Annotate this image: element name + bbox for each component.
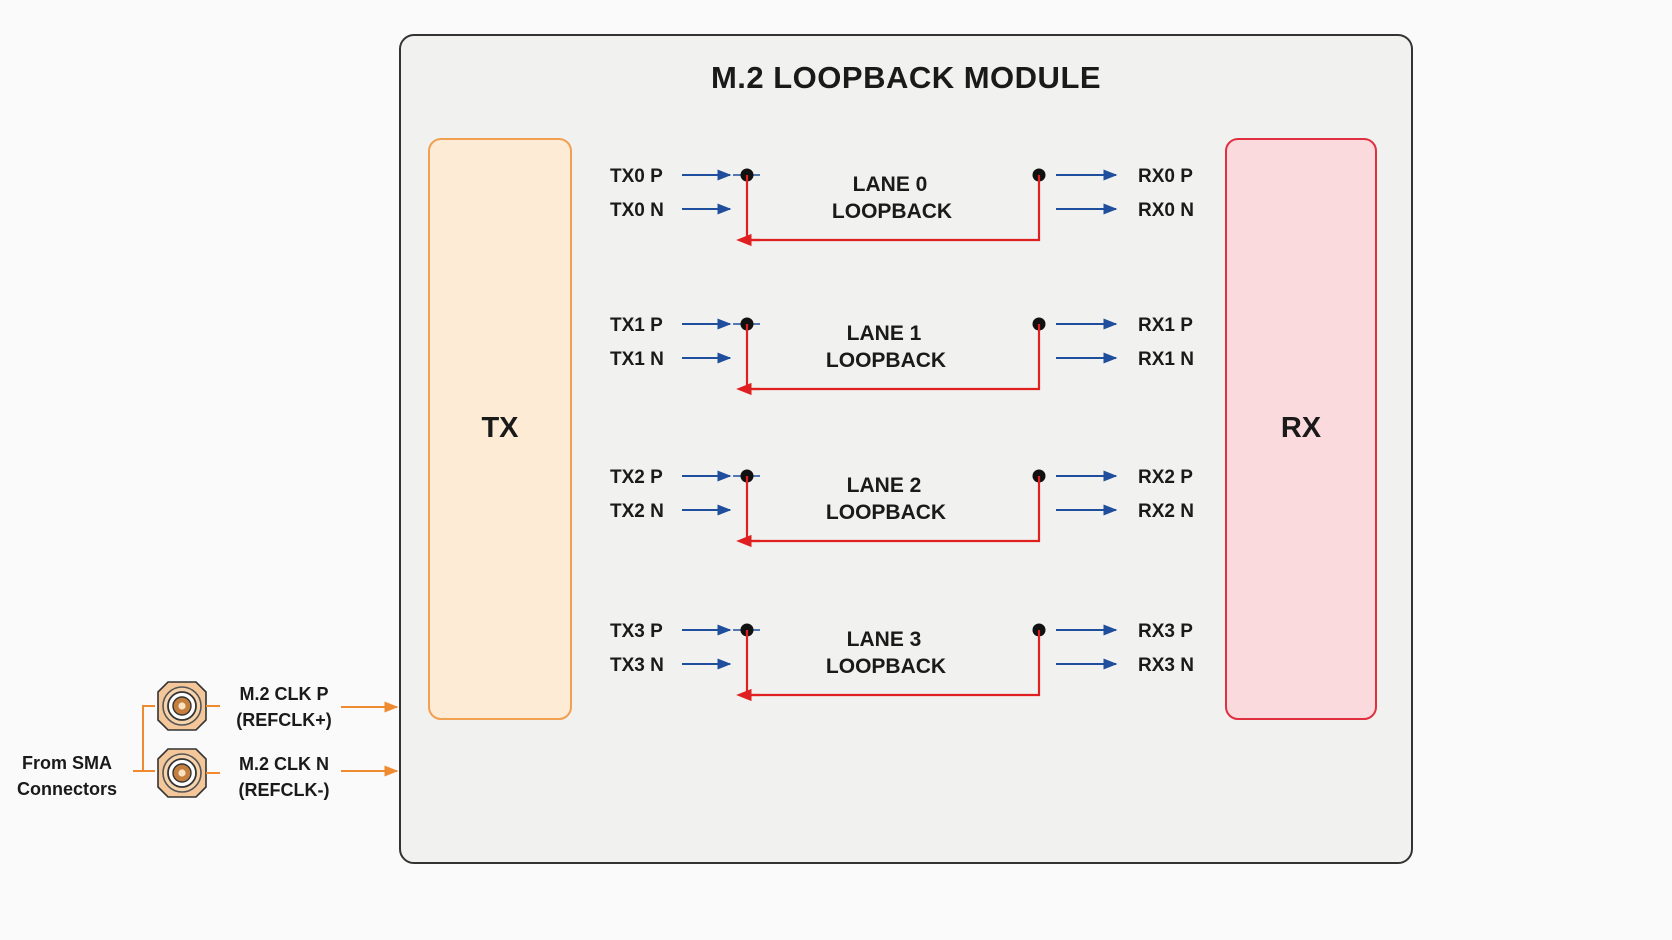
lane-label-line2: LOOPBACK: [826, 501, 946, 524]
clk-p-label-line2: (REFCLK+): [236, 710, 332, 730]
tx-block: [428, 138, 572, 720]
rx-block-label: RX: [1281, 412, 1322, 444]
tx-p-label: TX3 P: [610, 621, 663, 642]
tx-n-label: TX3 N: [610, 655, 664, 676]
tx-p-label: TX2 P: [610, 467, 663, 488]
rx-n-label: RX1 N: [1138, 349, 1194, 370]
tx-p-label: TX0 P: [610, 166, 663, 187]
lane-label-line1: LANE 3: [847, 628, 922, 651]
clk-n-label-line1: M.2 CLK N: [239, 754, 329, 774]
tx-block-label: TX: [481, 412, 519, 444]
rx-p-label: RX2 P: [1138, 467, 1193, 488]
lane-0: TX0 P TX0 N LANE 0 LOOPBACK RX0 P RX0 N: [610, 166, 1194, 247]
rx-n-label: RX3 N: [1138, 655, 1194, 676]
rx-block: [1225, 138, 1377, 720]
sma-source-label-line2: Connectors: [17, 779, 117, 799]
sma-source-label-line1: From SMA: [22, 753, 112, 773]
lane-label-line2: LOOPBACK: [826, 655, 946, 678]
tx-n-label: TX2 N: [610, 501, 664, 522]
rx-p-label: RX3 P: [1138, 621, 1193, 642]
lane-label-line2: LOOPBACK: [826, 349, 946, 372]
tx-n-label: TX0 N: [610, 200, 664, 221]
tx-p-label: TX1 P: [610, 315, 663, 336]
lane-3: TX3 P TX3 N LANE 3 LOOPBACK RX3 P RX3 N: [610, 621, 1194, 702]
tx-n-label: TX1 N: [610, 349, 664, 370]
rx-p-label: RX1 P: [1138, 315, 1193, 336]
lane-label-line1: LANE 0: [853, 173, 928, 196]
rx-n-label: RX2 N: [1138, 501, 1194, 522]
module-frame: [399, 34, 1413, 864]
rx-p-label: RX0 P: [1138, 166, 1193, 187]
sma-connector-icon: [157, 748, 207, 798]
lane-1: TX1 P TX1 N LANE 1 LOOPBACK RX1 P RX1 N: [610, 315, 1194, 396]
clk-p-label-line1: M.2 CLK P: [239, 684, 328, 704]
clock-inputs: M.2 CLK P (REFCLK+) M.2 CLK N (REFCLK-) …: [17, 681, 399, 800]
clk-n-label-line2: (REFCLK-): [239, 780, 330, 800]
lane-2: TX2 P TX2 N LANE 2 LOOPBACK RX2 P RX2 N: [610, 467, 1194, 548]
sma-bracket-line: [142, 705, 155, 772]
rx-n-label: RX0 N: [1138, 200, 1194, 221]
lane-label-line1: LANE 1: [847, 322, 922, 345]
module-title: M.2 LOOPBACK MODULE: [711, 60, 1101, 95]
sma-connector-icon: [157, 681, 207, 731]
lane-label-line2: LOOPBACK: [832, 200, 952, 223]
lane-label-line1: LANE 2: [847, 474, 922, 497]
